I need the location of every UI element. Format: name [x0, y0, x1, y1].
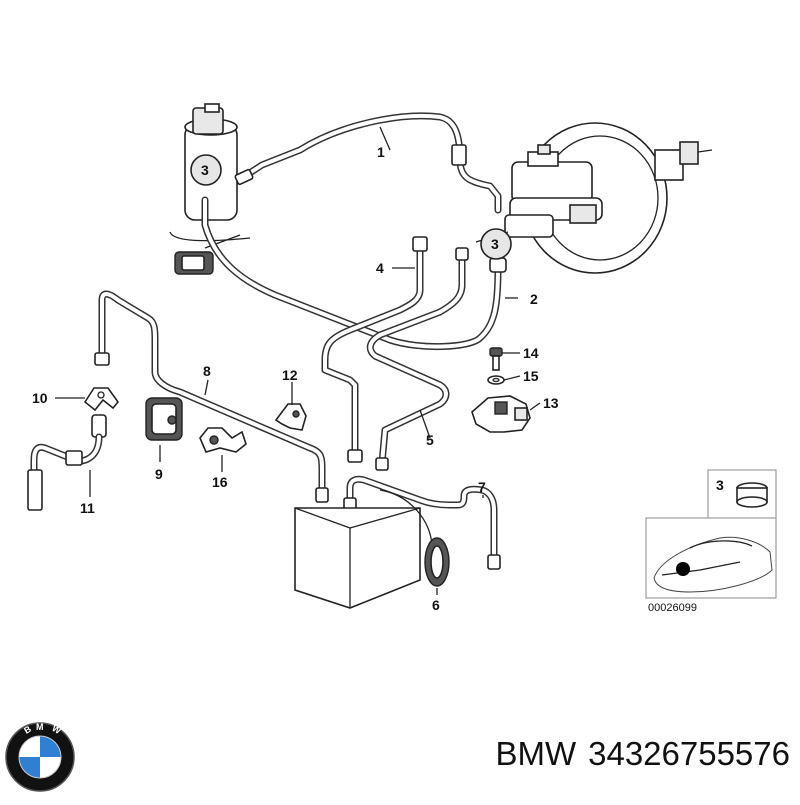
part-number: 34326755576	[588, 735, 790, 772]
svg-text:B: B	[22, 724, 33, 736]
inset-ref-number: 3	[716, 477, 724, 493]
bolt-part-14	[489, 347, 503, 371]
callout-3a: 3	[201, 162, 209, 178]
callout-3a-circle	[190, 154, 222, 186]
master-cylinder	[504, 144, 603, 238]
callout-9: 9	[155, 466, 163, 482]
clip-part-16	[199, 427, 247, 453]
callout-10: 10	[32, 390, 48, 406]
callout-6: 6	[432, 597, 440, 613]
bmw-logo: B M W	[5, 722, 75, 792]
callout-16: 16	[212, 474, 228, 490]
callout-5: 5	[426, 432, 434, 448]
brand-label: BMW	[495, 735, 577, 772]
callout-15: 15	[523, 368, 539, 384]
bracket-part-10	[83, 387, 120, 412]
callout-labels: 1 2 3 3 4 5 6 7 8 9 10 11 12 13 14 15 16	[32, 144, 559, 613]
callout-2: 2	[530, 291, 538, 307]
grommet-part-6	[424, 537, 450, 587]
callout-1: 1	[377, 144, 385, 160]
callout-8: 8	[203, 363, 211, 379]
inset-panel: 3 00026099	[645, 469, 777, 614]
car-silhouette-icon	[653, 536, 773, 593]
clip-part-12	[274, 403, 307, 431]
callout-4: 4	[376, 260, 384, 276]
abs-hydraulic-unit	[169, 103, 251, 275]
svg-text:M: M	[36, 722, 44, 732]
hose-part-11	[27, 414, 107, 511]
callout-3b-circle	[480, 228, 512, 260]
callout-11: 11	[80, 500, 95, 516]
inset-sleeve-icon	[736, 482, 768, 508]
component-box	[294, 489, 433, 609]
callout-3b: 3	[491, 236, 499, 252]
bracket-part-13	[471, 395, 531, 433]
leader-lines	[55, 126, 541, 595]
callout-12: 12	[282, 367, 298, 383]
part-number-caption: BMW 34326755576	[410, 735, 790, 773]
washer-part-15	[487, 375, 505, 385]
callout-14: 14	[523, 345, 539, 361]
callout-13: 13	[543, 395, 559, 411]
grommet-part-9	[145, 397, 183, 441]
inset-diagram-code: 00026099	[648, 602, 697, 614]
callout-7: 7	[478, 479, 486, 495]
